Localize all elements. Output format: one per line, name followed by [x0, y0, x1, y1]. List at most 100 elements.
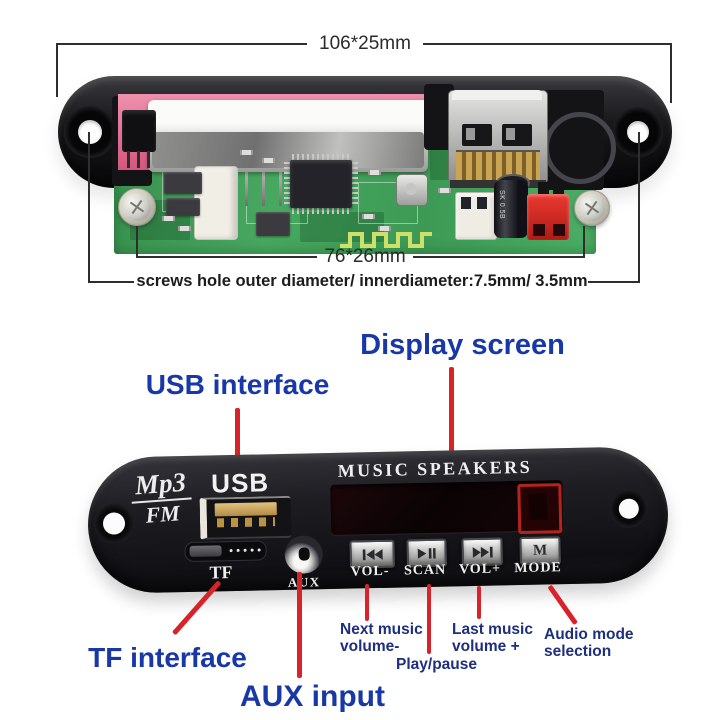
display-pointer-line [449, 367, 454, 487]
smd-resistor [378, 226, 391, 231]
callout-next-music: Next music volume- [340, 621, 423, 656]
qfp-legs-top [292, 154, 350, 161]
dim-board-label: 76*26mm [324, 246, 406, 267]
note-dash-left [88, 281, 134, 283]
display-pin [279, 166, 282, 206]
next-track-icon [472, 546, 493, 558]
tf-card-slot[interactable] [184, 540, 267, 563]
brand-fm: FM [144, 500, 181, 528]
scan-button[interactable] [406, 538, 447, 568]
usb-pointer-line [235, 408, 240, 474]
screw-hole-leader-left [88, 132, 90, 283]
transistor-leg [147, 151, 150, 168]
mode-label: MODE [514, 560, 562, 577]
mode-pointer-line [547, 584, 578, 626]
ir-receiver-window [517, 483, 563, 535]
power-connector-slot [477, 197, 487, 209]
tf-slot-pin [229, 549, 233, 553]
note-dash-right [588, 281, 640, 283]
callout-usb-interface: USB interface [145, 369, 330, 400]
electrolytic-capacitor [494, 180, 528, 238]
panel-tf-label: TF [209, 562, 233, 583]
ir-receiver-inner [528, 493, 548, 520]
vol-plus-button[interactable] [461, 537, 503, 567]
smd-resistor [240, 150, 253, 155]
soic-chip [164, 172, 202, 194]
dim-line-width-left [57, 43, 307, 45]
callout-tf-interface: TF interface [88, 642, 247, 673]
brand-mp3: Mp3 [129, 466, 192, 504]
jumper-pin [553, 182, 564, 197]
aux-jack[interactable] [284, 535, 324, 574]
qfp-legs-bottom [292, 207, 350, 214]
callout-last-music: Last music volume + [452, 621, 533, 656]
panel-aux-label: AUX [287, 574, 321, 590]
scan-pointer-line [427, 584, 431, 654]
pcb-screw-right [574, 190, 610, 226]
previous-track-icon [362, 548, 383, 560]
smd-resistor [368, 170, 381, 175]
dim-board-tick-left [136, 226, 138, 258]
soic-chip [166, 198, 200, 216]
vol-minus-label: VOL- [350, 563, 390, 580]
tact-switch-cap [405, 183, 417, 195]
dim-board-line-right [413, 256, 585, 258]
usb-port-lip [452, 90, 542, 100]
pcb-screw-left [118, 188, 156, 226]
antenna-zigzag-trace [340, 232, 432, 248]
bracket-hole-white-left [78, 120, 102, 144]
callout-aux-input: AUX input [240, 680, 385, 713]
transistor-leg [127, 151, 130, 168]
dim-tick-left [56, 43, 58, 97]
tf-slot-pin [257, 548, 261, 552]
jumper-hole [553, 224, 565, 236]
smd-resistor [438, 188, 451, 193]
smd-resistor [162, 216, 175, 221]
callout-display-screen: Display screen [360, 329, 565, 361]
usb-spring-tab [466, 128, 475, 140]
front-panel: Mp3 FM USB TF AUX MUSIC SPEAKERS [86, 445, 670, 595]
smd-resistor [262, 158, 275, 163]
smd-resistor [362, 214, 375, 219]
dim-board-tick-right [583, 226, 585, 258]
callout-audio-mode: Audio mode selection [544, 626, 634, 661]
qfp-legs-right [351, 162, 358, 206]
panel-title: MUSIC SPEAKERS [337, 456, 533, 481]
aux-jack-hole [298, 547, 310, 561]
buzzer-ring [544, 112, 616, 184]
tf-slot-metal [189, 545, 222, 557]
capacitor-marking: SK 0.5B [498, 190, 505, 220]
screws-note: screws hole outer diameter/ innerdiamete… [136, 272, 588, 290]
dim-line-width-right [423, 43, 672, 45]
dim-board-line-left [137, 256, 317, 258]
transistor [122, 110, 156, 152]
panel-usb-port[interactable] [199, 495, 292, 540]
usb-contact-teeth [216, 517, 276, 528]
tf-slot-pin [250, 548, 254, 552]
play-pause-icon [417, 547, 436, 559]
main-decoder-chip [290, 160, 352, 208]
screw-hole-leader-right [638, 132, 640, 283]
smd-resistor [178, 226, 191, 231]
vol-plus-pointer-line [477, 586, 481, 619]
display-pin [262, 166, 265, 206]
scan-label: SCAN [403, 562, 447, 579]
power-connector-slot [461, 197, 471, 209]
mode-m-icon: M [532, 541, 548, 559]
tf-slot-pin [236, 548, 240, 552]
brand-logo: Mp3 FM [123, 466, 199, 530]
panel-usb-label: USB [210, 467, 270, 499]
vol-minus-pointer-line [365, 584, 369, 621]
jumper-pin [538, 182, 549, 197]
usb-spring-tab [506, 128, 515, 140]
vol-minus-button[interactable] [349, 539, 396, 569]
qfp-legs-left [284, 162, 291, 206]
jumper-hole [533, 224, 545, 236]
small-ic [256, 212, 290, 236]
vol-plus-label: VOL+ [458, 561, 502, 578]
tf-slot-pin [243, 548, 247, 552]
dim-tick-right [670, 43, 672, 103]
callout-play-pause: Play/pause [396, 656, 477, 673]
dim-width-label: 106*25mm [319, 33, 411, 54]
